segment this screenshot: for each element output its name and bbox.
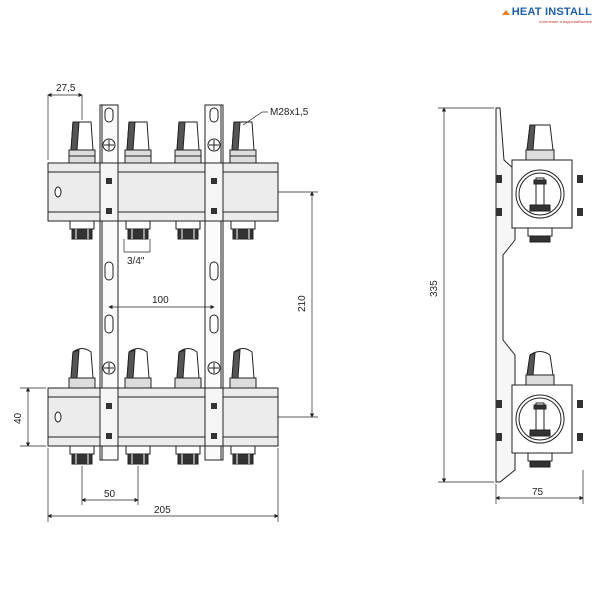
manifold-body-top xyxy=(47,162,279,222)
dim-overall-width: 205 xyxy=(154,505,171,516)
side-view xyxy=(495,107,583,483)
outlets-bottom xyxy=(69,445,256,465)
flow-cap xyxy=(174,348,202,389)
house-icon xyxy=(501,9,510,15)
valve-cap xyxy=(174,121,202,164)
brand-tagline: отопление и водоснабжение xyxy=(538,19,592,24)
manifold-body-bottom xyxy=(47,387,279,447)
side-dimensions xyxy=(438,107,584,504)
dim-bracket-spacing: 100 xyxy=(152,295,169,306)
dim-outlet-offset: 27,5 xyxy=(56,83,76,94)
bracket-slots xyxy=(104,107,219,334)
valve-caps-top xyxy=(68,121,257,164)
dim-overall-height: 335 xyxy=(429,280,440,297)
side-body-bottom xyxy=(511,351,573,468)
dim-outlet-pitch: 50 xyxy=(104,489,116,500)
outlets-top xyxy=(69,220,256,240)
bracket-screws xyxy=(102,138,221,375)
valve-cap xyxy=(229,121,257,164)
front-dimensions xyxy=(20,92,318,522)
dim-rail-spacing: 210 xyxy=(297,295,308,312)
side-body-top xyxy=(511,124,573,243)
bracket-bolts xyxy=(106,178,217,439)
side-bolts xyxy=(496,175,583,441)
flow-cap xyxy=(124,348,152,389)
dim-body-height: 40 xyxy=(13,412,24,424)
flow-cap xyxy=(68,348,96,389)
front-view xyxy=(47,104,279,465)
outlet-thread-label: 3/4" xyxy=(127,256,145,267)
valve-caps-bottom xyxy=(68,348,257,389)
brand-logo: HEAT INSTALL отопление и водоснабжение xyxy=(501,6,592,24)
brand-name: HEAT INSTALL xyxy=(501,6,592,18)
valve-cap xyxy=(68,121,96,164)
dim-depth: 75 xyxy=(532,487,544,498)
valve-cap xyxy=(124,121,152,164)
valve-thread-label: M28x1,5 xyxy=(270,107,309,118)
flow-cap xyxy=(229,348,257,389)
side-bracket-profile xyxy=(495,107,516,483)
